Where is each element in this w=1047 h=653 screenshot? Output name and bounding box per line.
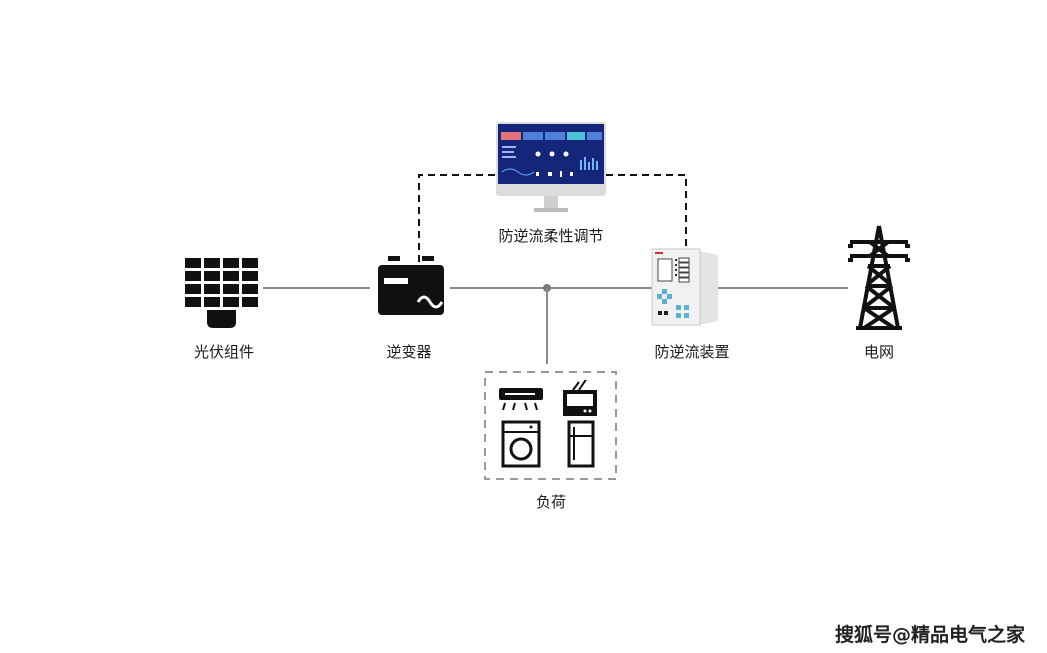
pv-label: 光伏组件 — [193, 343, 255, 361]
television-icon — [563, 380, 597, 416]
washing-machine-icon — [501, 420, 541, 468]
load-label: 负荷 — [535, 493, 567, 511]
anti-backflow-label: 防逆流装置 — [654, 343, 730, 361]
monitor-label: 防逆流柔性调节 — [498, 227, 604, 245]
load-dashed-box — [484, 371, 617, 480]
inverter-icon — [378, 256, 444, 315]
dashed-monitor-device — [606, 174, 687, 246]
air-conditioner-icon — [499, 388, 543, 411]
watermark: 搜狐号@精品电气之家 — [834, 624, 1025, 646]
transmission-tower-icon — [848, 225, 910, 330]
monitor-dashboard-icon — [496, 122, 606, 212]
grid-label: 电网 — [863, 343, 895, 361]
refrigerator-icon — [567, 420, 595, 468]
inverter-label: 逆变器 — [386, 343, 432, 361]
household-appliances-icon — [499, 380, 597, 468]
protection-relay-device-icon — [651, 248, 718, 326]
dashed-inverter-monitor — [418, 174, 496, 262]
solar-panel-icon — [185, 258, 258, 328]
